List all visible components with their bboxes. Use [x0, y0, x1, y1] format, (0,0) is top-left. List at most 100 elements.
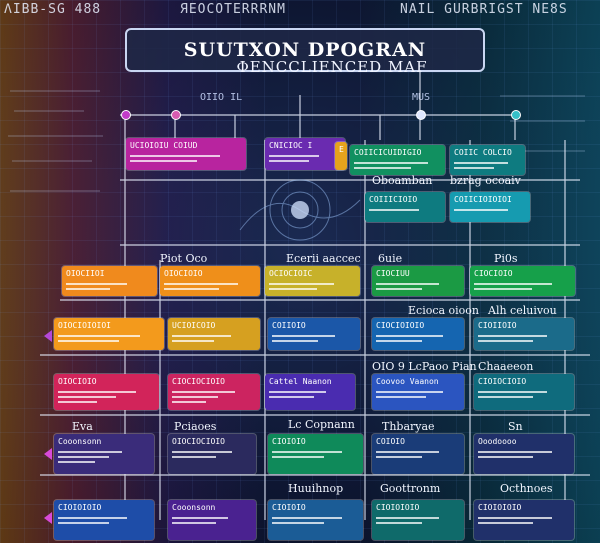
corner-text-mid: ЯEOCOTERRRNM [180, 2, 286, 17]
background-streak [14, 110, 84, 112]
diagram-title: SUUTXON DPOGRAN [125, 28, 485, 72]
node-heading: CIOCIOIO [474, 269, 513, 278]
node-box[interactable]: CNICIOC I [265, 138, 345, 170]
node-heading: CIOIOIO [272, 437, 306, 446]
node-caption: Chaaeeon [478, 360, 534, 373]
node-caption: Lc Copnann [288, 418, 355, 431]
node-caption: bzrag ocoaiv [450, 174, 521, 187]
node-box[interactable]: OIOCIOIO [54, 374, 159, 410]
connector-dot [511, 110, 521, 120]
node-box[interactable]: CIOCIOIO [470, 266, 575, 296]
node-heading: CIOCIOCIOIO [172, 377, 225, 386]
node-box[interactable]: OIOCIIOI [62, 266, 157, 296]
node-heading: CIOIOIOIO [376, 503, 420, 512]
node-heading: COIIOIO [272, 321, 306, 330]
background-streak [510, 120, 585, 122]
background-streak [10, 190, 100, 192]
node-box[interactable]: CIOIOIO [268, 434, 363, 474]
node-box[interactable]: Coovoo Vaanon [372, 374, 464, 410]
node-caption: Eva [72, 420, 93, 433]
node-heading: Cooonsonn [172, 503, 216, 512]
node-box[interactable]: OIOCIOIOIOI [54, 318, 164, 350]
node-caption: Goottronm [380, 482, 441, 495]
node-box[interactable]: CIOIIOIO [474, 318, 574, 350]
node-box[interactable]: CIOIOIO [268, 500, 363, 540]
node-heading: UCIOICOIO [172, 321, 216, 330]
node-heading: CIOIOIO [272, 503, 306, 512]
background-streak [505, 150, 585, 152]
node-heading: COIIC COLCIO [454, 148, 512, 157]
node-heading: CIOCIUU [376, 269, 410, 278]
node-box[interactable]: COIIOIO [268, 318, 360, 350]
node-caption: Pciaoes [174, 420, 217, 433]
node-box[interactable]: COIIC COLCIO [450, 145, 525, 175]
node-heading: UCIOIOIU COIUD [130, 141, 198, 150]
node-caption: Piot Oco [160, 252, 208, 265]
node-box[interactable]: CIOCIOIOIO [372, 318, 464, 350]
node-caption: Octhnoes [500, 482, 553, 495]
top-label-mid: OIIO IL [200, 92, 243, 103]
node-heading: OIOCIOCIOIO [172, 437, 225, 446]
node-box[interactable]: E [335, 142, 347, 170]
node-box[interactable]: CIOCIOCIOIO [168, 374, 260, 410]
node-heading: CIOIIOIO [478, 321, 517, 330]
diagram-subtitle: ΦENCCLIENCED MAF [236, 58, 428, 76]
node-box[interactable]: Ooodoooo [474, 434, 574, 474]
background-streak [12, 160, 92, 162]
node-heading: E [339, 145, 344, 154]
arrow-marker [44, 330, 52, 342]
node-caption: Sn [508, 420, 523, 433]
node-heading: CIOIOIOIO [58, 503, 102, 512]
node-box[interactable]: COIICICUIDIGIO [350, 145, 445, 175]
arrow-marker [44, 512, 52, 524]
node-box[interactable]: Cooonsonn [54, 434, 154, 474]
node-heading: Cooonsonn [58, 437, 102, 446]
node-box[interactable]: CIOCIUU [372, 266, 464, 296]
node-caption: OIO 9 LcPaoo Pian [372, 360, 477, 373]
node-heading: OIOCIOIOIOI [58, 321, 111, 330]
node-box[interactable]: OCIOCIOIC [265, 266, 360, 296]
top-label-right: MUS [412, 92, 431, 103]
connector-dot [171, 110, 181, 120]
node-heading: COIIICIOIO [369, 195, 418, 204]
node-box[interactable]: CIOIOCIOIO [474, 374, 574, 410]
node-caption: Alh celuivou [488, 304, 557, 317]
background-streak [10, 90, 100, 92]
node-heading: CIOCIOIOIO [376, 321, 425, 330]
node-heading: COIICICUIDIGIO [354, 148, 422, 157]
node-box[interactable]: CIOIOIOIO [474, 500, 574, 540]
node-box[interactable]: CIOIOIOIO [372, 500, 464, 540]
node-caption: Huuihnop [288, 482, 344, 495]
node-caption: Ecioca oioon [408, 304, 480, 317]
map-motif [239, 179, 361, 241]
node-box[interactable]: Cattel Naanon [265, 374, 355, 410]
connector-dot [416, 110, 426, 120]
node-caption: Thbaryae [382, 420, 435, 433]
node-caption: Ecerii aaccec [286, 252, 361, 265]
node-heading: OCIOCIOIC [269, 269, 313, 278]
node-heading: Ooodoooo [478, 437, 517, 446]
node-box[interactable]: COIOIO [372, 434, 464, 474]
arrow-marker [44, 448, 52, 460]
node-heading: CNICIOC I [269, 141, 313, 150]
node-box[interactable]: UCIOIOIU COIUD [126, 138, 246, 170]
node-heading: CIOIOCIOIO [478, 377, 527, 386]
node-box[interactable]: OIOCIOCIOIO [168, 434, 256, 474]
background-streak [8, 135, 103, 137]
node-heading: OIOCIOIO [164, 269, 203, 278]
node-heading: OIOCIIOI [66, 269, 105, 278]
node-heading: COIOIO [376, 437, 405, 446]
corner-text-right: NAIL GURBRIGST NE8S [400, 2, 568, 17]
node-box[interactable]: Cooonsonn [168, 500, 256, 540]
background-streak [500, 95, 585, 97]
node-box[interactable]: UCIOICOIO [168, 318, 260, 350]
node-box[interactable]: COIIICIOIO [365, 192, 445, 222]
node-heading: Cattel Naanon [269, 377, 332, 386]
node-heading: COIICIOIOIOI [454, 195, 512, 204]
node-heading: Coovoo Vaanon [376, 377, 439, 386]
node-box[interactable]: OIOCIOIO [160, 266, 260, 296]
node-heading: OIOCIOIO [58, 377, 97, 386]
node-box[interactable]: COIICIOIOIOI [450, 192, 530, 222]
node-box[interactable]: CIOIOIOIO [54, 500, 154, 540]
